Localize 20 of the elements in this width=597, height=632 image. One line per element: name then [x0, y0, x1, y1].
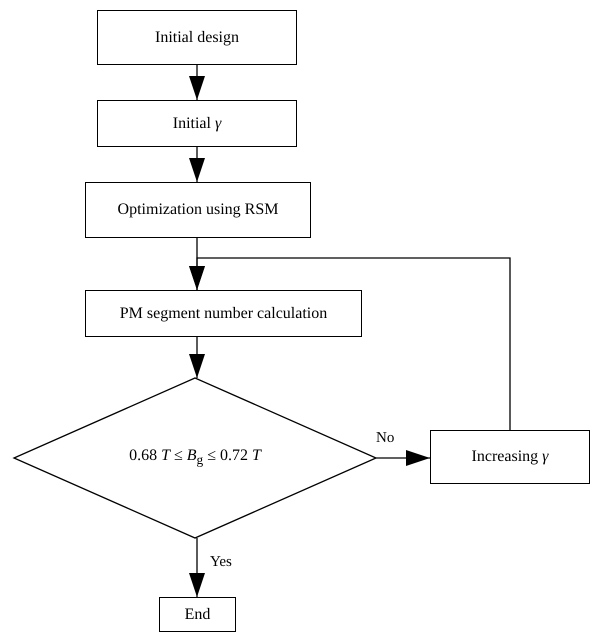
node-text: PM segment number calculation	[120, 304, 328, 322]
process-box	[85, 182, 311, 238]
node-text: Initial γ	[172, 114, 222, 132]
decision-diamond	[14, 378, 376, 538]
arrow	[189, 337, 205, 378]
node-text: Optimization using RSM	[118, 201, 278, 219]
process-box	[430, 430, 590, 484]
process-box	[97, 10, 297, 65]
node-text: Increasing γ	[472, 448, 548, 466]
arrow	[376, 450, 430, 466]
arrow	[189, 147, 205, 182]
process-box	[85, 290, 362, 337]
arrow	[189, 65, 205, 100]
arrow	[189, 538, 205, 597]
node-text: End	[184, 606, 210, 624]
process-box	[159, 597, 236, 632]
process-box	[97, 100, 297, 147]
node-text: Initial design	[155, 28, 239, 46]
arrow	[189, 257, 511, 430]
node-text: 0.68 T ≤ B$_{g}$ ≤ 0.72 T	[129, 447, 261, 469]
